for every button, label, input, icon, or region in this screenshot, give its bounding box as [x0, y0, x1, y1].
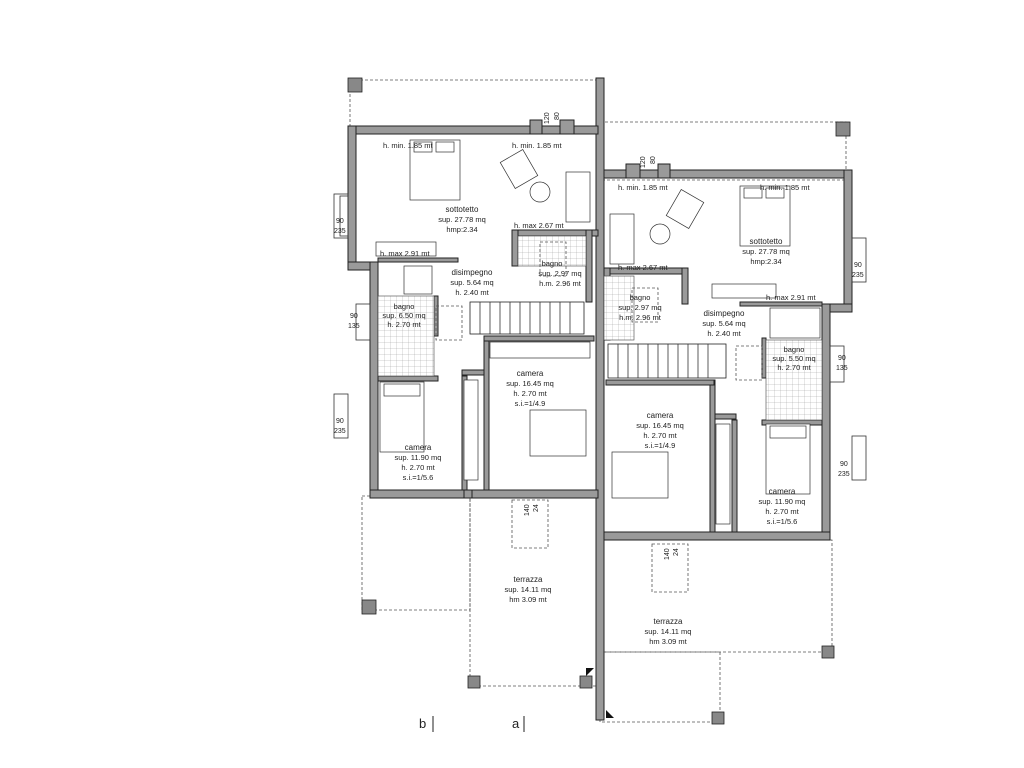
left-h-max-a: h. max 2.67 mt	[514, 221, 565, 230]
right-bagno-sup: sup. 5.50 mq	[772, 354, 815, 363]
right-terrazza-name: terrazza	[654, 617, 683, 626]
left-h-min-right: h. min. 1.85 mt	[512, 141, 563, 150]
section-markers: b a	[419, 716, 525, 732]
right-h-min-left: h. min. 1.85 mt	[618, 183, 669, 192]
right-h-max-a: h. max 2.67 mt	[618, 263, 669, 272]
party-wall	[595, 77, 605, 721]
dim-90-r3: 90	[840, 461, 848, 468]
dim-135-r2: 135	[836, 365, 848, 372]
stairs	[469, 301, 727, 379]
furniture	[375, 139, 821, 525]
section-mark-b: b	[419, 716, 426, 731]
dim-235-l1: 235	[334, 228, 346, 235]
right-disimpegno-h: h. 2.40 mt	[707, 329, 741, 338]
left-camera-small-h: h. 2.70 mt	[401, 463, 435, 472]
dim-24-l: 24	[533, 504, 540, 512]
right-camera-small-si: s.i.=1/5.6	[767, 517, 798, 526]
dim-235-l3: 235	[334, 428, 346, 435]
right-h-min-right: h. min. 1.85 mt	[760, 183, 811, 192]
left-bagno-sup: sup. 6.50 mq	[382, 311, 425, 320]
right-sottotetto-name: sottotetto	[750, 237, 783, 246]
dimension-tags: 90 235 90 135 90 235 90 235 90 135 90 23…	[334, 112, 864, 560]
right-camera-small-name: camera	[769, 487, 796, 496]
right-bagno-name: bagno	[784, 345, 805, 354]
left-disimpegno-sup: sup. 5.64 mq	[450, 278, 493, 287]
left-camera-big-sup: sup. 16.45 mq	[506, 379, 554, 388]
dim-90-r1: 90	[854, 262, 862, 269]
left-bagno-name: bagno	[394, 302, 415, 311]
left-camera-small-name: camera	[405, 443, 432, 452]
dim-24-r: 24	[673, 548, 680, 556]
bathroom-tiles	[377, 235, 823, 421]
left-bagno-small-name: bagno	[542, 259, 563, 268]
left-sottotetto-name: sottotetto	[446, 205, 479, 214]
left-disimpegno-name: disimpegno	[452, 268, 493, 277]
left-terrazza-name: terrazza	[514, 575, 543, 584]
left-bagno-small-h: h.m. 2.96 mt	[539, 279, 582, 288]
right-h-max-b: h. max 2.91 mt	[766, 293, 817, 302]
right-disimpegno-name: disimpegno	[704, 309, 745, 318]
right-bagno-small-sup: sup. 2.97 mq	[618, 303, 661, 312]
left-h-max-b: h. max 2.91 mt	[380, 249, 431, 258]
right-terrazza-h: hm 3.09 mt	[649, 637, 687, 646]
left-unit-labels: h. min. 1.85 mt h. min. 1.85 mt sottotet…	[380, 141, 582, 604]
right-bagno-small-name: bagno	[630, 293, 651, 302]
pillars	[347, 77, 851, 725]
left-camera-big-name: camera	[517, 369, 544, 378]
left-terrazza-h: hm 3.09 mt	[509, 595, 547, 604]
right-camera-big-name: camera	[647, 411, 674, 420]
right-bagno-h: h. 2.70 mt	[777, 363, 811, 372]
dim-235-r1: 235	[852, 272, 864, 279]
right-camera-small-sup: sup. 11.90 mq	[759, 497, 806, 506]
left-terrazza-sup: sup. 14.11 mq	[505, 585, 552, 594]
dim-90-l2: 90	[350, 313, 358, 320]
right-camera-big-h: h. 2.70 mt	[643, 431, 677, 440]
right-unit-walls	[603, 163, 853, 541]
dim-235-r3: 235	[838, 471, 850, 478]
right-sottotetto-sup: sup. 27.78 mq	[742, 247, 790, 256]
dim-90-r2: 90	[838, 355, 846, 362]
left-camera-small-sup: sup. 11.90 mq	[395, 453, 442, 462]
left-camera-big-si: s.i.=1/4.9	[515, 399, 546, 408]
dim-80-l: 80	[554, 112, 561, 120]
right-camera-big-si: s.i.=1/4.9	[645, 441, 676, 450]
dim-140-r: 140	[664, 548, 671, 560]
left-bagno-h: h. 2.70 mt	[387, 320, 421, 329]
section-mark-a: a	[512, 716, 520, 731]
left-sottotetto-h: hmp:2.34	[446, 225, 477, 234]
left-h-min-left: h. min. 1.85 mt	[383, 141, 434, 150]
right-terrazza-sup: sup. 14.11 mq	[645, 627, 692, 636]
window-bays	[333, 193, 867, 481]
right-camera-big-sup: sup. 16.45 mq	[636, 421, 684, 430]
right-unit-labels: h. min. 1.85 mt h. min. 1.85 mt sottotet…	[618, 183, 817, 646]
right-sottotetto-h: hmp:2.34	[750, 257, 781, 266]
dim-90-l3: 90	[336, 418, 344, 425]
left-sottotetto-sup: sup. 27.78 mq	[438, 215, 486, 224]
right-camera-small-h: h. 2.70 mt	[765, 507, 799, 516]
dim-120-r: 120	[640, 156, 647, 168]
dim-140-l: 140	[524, 504, 531, 516]
right-bagno-small-h: h.m. 2.96 mt	[619, 313, 662, 322]
dim-120-l: 120	[544, 112, 551, 124]
left-camera-big-h: h. 2.70 mt	[513, 389, 547, 398]
dim-80-r: 80	[650, 156, 657, 164]
left-bagno-small-sup: sup. 2.97 mq	[538, 269, 581, 278]
right-disimpegno-sup: sup. 5.64 mq	[702, 319, 745, 328]
dim-135-l2: 135	[348, 323, 360, 330]
dim-90-l1: 90	[336, 218, 344, 225]
skylights	[435, 241, 763, 593]
left-camera-small-si: s.i.=1/5.6	[403, 473, 434, 482]
left-disimpegno-h: h. 2.40 mt	[455, 288, 489, 297]
